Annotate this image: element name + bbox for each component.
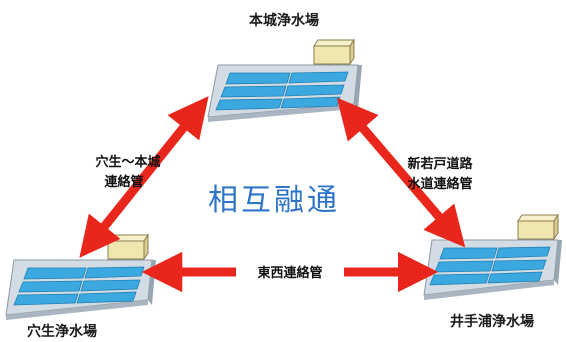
right-link-label-line2: 水道連絡管 <box>407 176 472 192</box>
plant-top: 本城浄水場 <box>207 12 362 122</box>
plant-right-name: 井手浦浄水場 <box>450 313 534 330</box>
bottom-link-label-background <box>236 260 344 284</box>
left-link-arrow <box>79 96 209 258</box>
plant-right: 井手浦浄水場 <box>423 213 562 330</box>
water-plant-right-icon <box>423 213 562 300</box>
bottom-link-label: 東西連絡管 <box>257 265 322 281</box>
left-link-label-line2: 連絡管 <box>104 174 143 190</box>
right-link-label-line1: 新若戸道路 <box>407 156 473 172</box>
plant-top-name: 本城浄水場 <box>249 12 319 29</box>
water-plant-top-icon <box>207 38 362 122</box>
water-plant-left-icon <box>5 233 156 320</box>
left-link-label-line1: 穴生～本城 <box>95 154 160 170</box>
plant-left-name: 穴生浄水場 <box>27 323 97 340</box>
center-label: 相互融通 <box>208 183 340 218</box>
plant-left: 穴生浄水場 <box>5 233 156 340</box>
right-link-arrow <box>336 97 466 248</box>
